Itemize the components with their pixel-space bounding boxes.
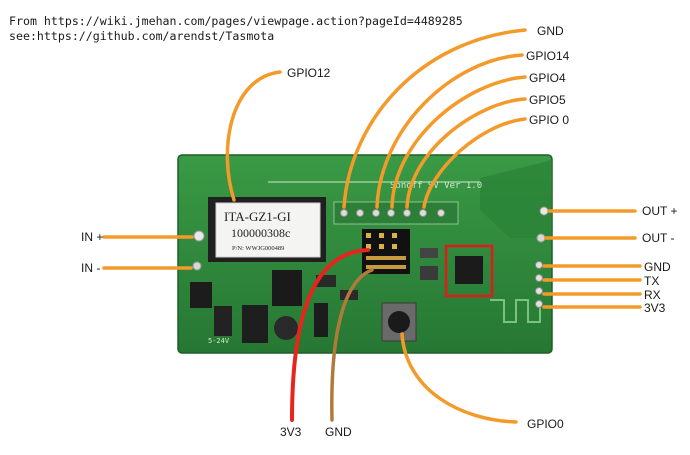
label-3v3-bottom: 3V3 xyxy=(280,425,302,439)
label-gpio0-top: GPIO 0 xyxy=(529,113,570,127)
wire-gnd-brown xyxy=(330,268,374,422)
wire-gpio0-top xyxy=(422,117,527,209)
module-text-2: 100000308c xyxy=(231,226,290,240)
top-header-holes xyxy=(333,201,459,225)
wire-gpio0-bottom xyxy=(400,332,518,424)
esp-chip xyxy=(420,244,494,298)
label-gpio5: GPIO5 xyxy=(529,93,566,107)
label-out-minus: OUT - xyxy=(642,231,675,245)
label-gpio0-bottom: GPIO0 xyxy=(527,417,564,431)
wire-gpio4 xyxy=(390,75,527,209)
label-gpio4: GPIO4 xyxy=(529,71,566,85)
module-text-1: ITA-GZ1-GI xyxy=(224,209,291,224)
module-text-3: P/N: WWJG000489 xyxy=(232,245,284,252)
label-gnd-bottom: GND xyxy=(325,425,352,439)
pin-header xyxy=(362,229,410,274)
label-gnd-right: GND xyxy=(644,260,671,274)
label-gnd-top: GND xyxy=(537,24,564,38)
label-tx: TX xyxy=(644,274,660,288)
label-3v3-right: 3V3 xyxy=(644,301,666,315)
wire-gpio14 xyxy=(375,53,524,209)
source-line-1: From https://wiki.jmehan.com/pages/viewp… xyxy=(9,14,463,28)
label-out-plus: OUT + xyxy=(642,204,678,218)
label-gpio14: GPIO14 xyxy=(526,49,570,63)
label-in-plus: IN + xyxy=(81,230,104,244)
label-rx: RX xyxy=(644,288,661,302)
label-in-minus: IN - xyxy=(81,261,101,275)
wire-gpio5 xyxy=(405,97,527,209)
wire-3v3-red xyxy=(290,248,370,422)
voltage-label: 5-24V xyxy=(208,337,230,345)
source-line-2: see:https://github.com/arendst/Tasmota xyxy=(9,29,275,43)
wifi-module: ITA-GZ1-GI 100000308c P/N: WWJG000489 xyxy=(208,197,326,262)
mounting-holes xyxy=(192,206,549,271)
uart-pads xyxy=(535,261,543,308)
label-gpio12: GPIO12 xyxy=(287,66,331,80)
wire-gpio12 xyxy=(225,70,282,202)
components: 5-24V xyxy=(190,270,417,345)
wire-gnd-top xyxy=(342,28,527,209)
silkscreen-label: Sonoff SV Ver 1.0 xyxy=(390,181,482,191)
